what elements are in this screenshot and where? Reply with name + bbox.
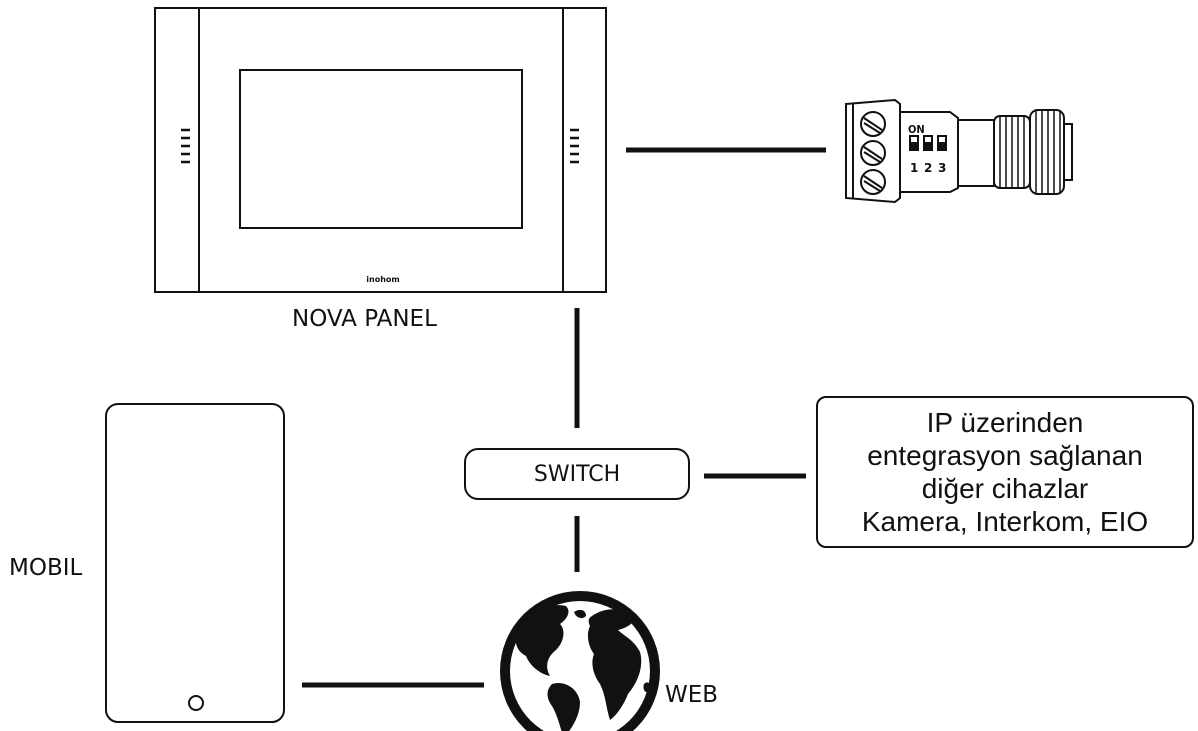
panel-brand-label: inohom [366,275,400,284]
web-label: WEB [665,682,719,708]
tablet-home-button [188,695,204,711]
globe-icon [500,591,660,731]
nova-panel-device [154,7,607,293]
panel-screen [239,69,523,229]
ip-devices-line-1: IP üzerinden [926,407,1084,438]
dip-number-3: 3 [938,161,946,175]
ip-devices-node: IP üzerinden entegrasyon sağlanan diğer … [816,396,1194,548]
terminal-connector-icon [845,98,1073,204]
panel-right-vents [570,128,579,164]
ip-devices-line-3: diğer cihazlar [921,473,1089,504]
switch-node: SWITCH [464,448,690,500]
dip-number-2: 2 [924,161,932,175]
panel-left-vents [181,128,190,164]
tablet-icon [105,403,285,723]
nova-panel-label: NOVA PANEL [292,306,437,332]
dip-number-1: 1 [910,161,918,175]
dip-on-label: ON [908,123,925,136]
ip-devices-line-4: Kamera, Interkom, EIO [861,506,1149,537]
ip-devices-line-2: entegrasyon sağlanan [867,440,1143,471]
mobil-label: MOBIL [9,555,83,581]
connection-lines [302,147,826,688]
switch-label: SWITCH [533,461,621,487]
